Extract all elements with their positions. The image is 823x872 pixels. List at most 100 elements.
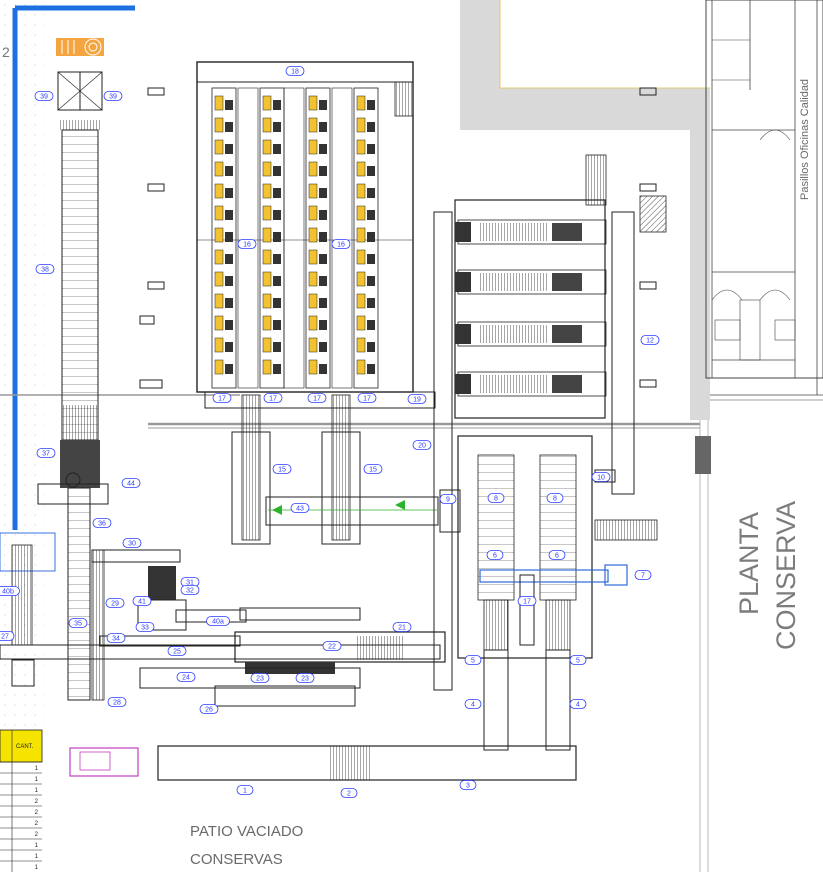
svg-text:32: 32 bbox=[186, 588, 194, 595]
svg-text:35: 35 bbox=[74, 621, 82, 628]
conveyor-38 bbox=[37, 71, 109, 701]
tag-17: 17 bbox=[357, 393, 377, 403]
tag-17: 17 bbox=[263, 393, 283, 403]
svg-text:6: 6 bbox=[555, 553, 559, 560]
table-qty: 2 bbox=[35, 799, 39, 805]
svg-text:38: 38 bbox=[41, 267, 49, 274]
tag-35: 35 bbox=[68, 618, 88, 628]
tag-43: 43 bbox=[290, 503, 310, 513]
tag-4: 4 bbox=[464, 699, 482, 709]
tag-17: 17 bbox=[212, 393, 232, 403]
tag-5: 5 bbox=[464, 655, 482, 665]
svg-text:3: 3 bbox=[466, 783, 470, 790]
svg-text:10: 10 bbox=[597, 475, 605, 482]
tag-16: 16 bbox=[237, 239, 257, 249]
tag-6: 6 bbox=[548, 550, 566, 560]
svg-text:44: 44 bbox=[127, 481, 135, 488]
tag-25: 25 bbox=[167, 646, 187, 656]
svg-text:16: 16 bbox=[243, 242, 251, 249]
tag-2: 2 bbox=[340, 788, 358, 798]
tag-44: 44 bbox=[121, 478, 141, 488]
plant-label-line1: PLANTA bbox=[734, 512, 764, 615]
tag-8: 8 bbox=[487, 493, 505, 503]
svg-text:4: 4 bbox=[576, 702, 580, 709]
tag-3: 3 bbox=[459, 780, 477, 790]
tag-1: 1 bbox=[236, 785, 254, 795]
table-qty: 1 bbox=[35, 854, 39, 860]
tag-15: 15 bbox=[363, 464, 383, 474]
table-qty: 1 bbox=[35, 788, 39, 794]
svg-text:21: 21 bbox=[398, 625, 406, 632]
tag-20: 20 bbox=[412, 440, 432, 450]
svg-text:15: 15 bbox=[278, 467, 286, 474]
corridor-label: Pasillos Oficinas Calidad bbox=[799, 79, 811, 200]
svg-text:39: 39 bbox=[40, 94, 48, 101]
svg-text:41: 41 bbox=[138, 599, 146, 606]
tag-19: 19 bbox=[407, 394, 427, 404]
tag-39: 39 bbox=[34, 91, 54, 101]
table-qty: 1 bbox=[35, 843, 39, 849]
svg-text:28: 28 bbox=[113, 700, 121, 707]
svg-text:27: 27 bbox=[1, 634, 9, 641]
svg-text:33: 33 bbox=[141, 625, 149, 632]
tag-33: 33 bbox=[135, 622, 155, 632]
svg-text:5: 5 bbox=[471, 658, 475, 665]
svg-text:8: 8 bbox=[494, 496, 498, 503]
table-qty: 1 bbox=[35, 865, 39, 871]
svg-text:29: 29 bbox=[111, 601, 119, 608]
equipment-40b bbox=[0, 532, 441, 687]
tag-17: 17 bbox=[307, 393, 327, 403]
lower-right-lines bbox=[457, 435, 628, 751]
tag-28: 28 bbox=[107, 697, 127, 707]
svg-text:17: 17 bbox=[218, 396, 226, 403]
svg-text:6: 6 bbox=[493, 553, 497, 560]
svg-text:34: 34 bbox=[112, 636, 120, 643]
tag-40b: 40b bbox=[0, 586, 20, 596]
svg-text:17: 17 bbox=[363, 396, 371, 403]
svg-text:23: 23 bbox=[256, 676, 264, 683]
tag-12: 12 bbox=[640, 335, 660, 345]
patio-label-line1: PATIO VACIADO bbox=[190, 823, 303, 840]
sheet-number: 2 bbox=[2, 44, 10, 60]
right-machines bbox=[433, 154, 658, 691]
tag-17: 17 bbox=[517, 596, 537, 606]
svg-text:8: 8 bbox=[553, 496, 557, 503]
svg-text:24: 24 bbox=[182, 675, 190, 682]
table-qty: 1 bbox=[35, 777, 39, 783]
tag-22: 22 bbox=[322, 641, 342, 651]
svg-text:36: 36 bbox=[98, 521, 106, 528]
table-qty: 2 bbox=[35, 810, 39, 816]
tag-4: 4 bbox=[569, 699, 587, 709]
tag-18: 18 bbox=[285, 66, 305, 76]
tag-40a: 40a bbox=[206, 616, 230, 626]
building-walls bbox=[460, 0, 823, 872]
tag-37: 37 bbox=[36, 448, 56, 458]
plant-label-line2: CONSERVA bbox=[771, 501, 801, 650]
tag-23: 23 bbox=[295, 673, 315, 683]
bottom-conveyor bbox=[69, 745, 577, 781]
patio-label-line2: CONSERVAS bbox=[190, 851, 283, 868]
blue-boundary bbox=[0, 5, 240, 530]
svg-text:17: 17 bbox=[313, 396, 321, 403]
central-conveyor bbox=[148, 394, 700, 545]
svg-text:9: 9 bbox=[446, 497, 450, 504]
svg-text:40a: 40a bbox=[212, 619, 224, 626]
svg-text:40b: 40b bbox=[2, 589, 14, 596]
tag-41: 41 bbox=[132, 596, 152, 606]
tag-6: 6 bbox=[486, 550, 504, 560]
svg-text:12: 12 bbox=[646, 338, 654, 345]
table-qty: 1 bbox=[35, 766, 39, 772]
svg-text:20: 20 bbox=[418, 443, 426, 450]
svg-text:23: 23 bbox=[301, 676, 309, 683]
svg-text:26: 26 bbox=[205, 707, 213, 714]
tag-26: 26 bbox=[199, 704, 219, 714]
svg-text:17: 17 bbox=[269, 396, 277, 403]
table-qty: 2 bbox=[35, 832, 39, 838]
tag-15: 15 bbox=[272, 464, 292, 474]
tag-21: 21 bbox=[392, 622, 412, 632]
svg-text:2: 2 bbox=[347, 791, 351, 798]
svg-text:37: 37 bbox=[42, 451, 50, 458]
